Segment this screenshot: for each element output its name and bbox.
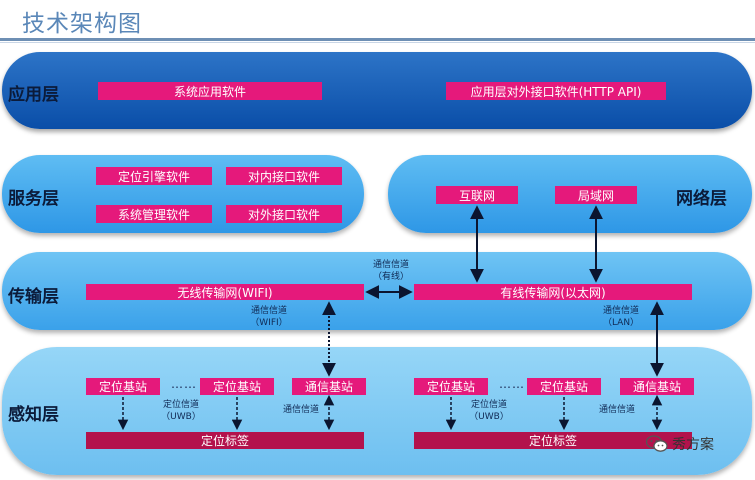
wireless-network-box: 无线传输网(WIFI) (86, 284, 364, 300)
right-comm-note: 通信信道 (598, 405, 635, 415)
wifi-channel-note: 通信信道 （WIFI） (236, 305, 302, 329)
system-app-software-box: 系统应用软件 (98, 82, 322, 100)
watermark-text: 秀方案 (672, 437, 714, 453)
title-rule (0, 38, 755, 41)
note-line: 定位信道 (470, 400, 507, 410)
wired-channel-note: 通信信道 （有线） (358, 259, 424, 283)
note-line: （LAN） (602, 318, 640, 328)
left-comm-note: 通信信道 (282, 405, 319, 415)
note-line: 通信信道 (602, 306, 639, 316)
right-tag: 定位标签 (414, 432, 692, 449)
right-station-1: 定位基站 (414, 378, 488, 395)
right-dots: …… (499, 377, 525, 391)
watermark: 秀方案 (645, 434, 714, 454)
note-line: 通信信道 (372, 260, 409, 270)
lan-box: 局域网 (555, 186, 637, 204)
network-layer-label: 网络层 (676, 189, 727, 209)
left-station-2: 定位基站 (200, 378, 274, 395)
sensing-layer-label: 感知层 (8, 405, 59, 425)
diagram-title: 技术架构图 (22, 11, 142, 37)
right-comm-station: 通信基站 (620, 378, 694, 395)
note-line: （UWB） (469, 412, 509, 422)
transport-layer-label: 传输层 (8, 287, 59, 307)
right-uwb-note: 定位信道 （UWB） (456, 399, 522, 423)
external-interface-box: 对外接口软件 (226, 205, 342, 223)
note-line: （UWB） (161, 412, 201, 422)
note-line: 定位信道 (162, 400, 199, 410)
positioning-engine-box: 定位引擎软件 (96, 167, 212, 185)
left-comm-station: 通信基站 (292, 378, 366, 395)
wired-network-box: 有线传输网(以太网) (414, 284, 692, 300)
note-line: 通信信道 (250, 306, 287, 316)
left-station-1: 定位基站 (86, 378, 160, 395)
left-uwb-note: 定位信道 （UWB） (148, 399, 214, 423)
app-http-api-box: 应用层对外接口软件(HTTP API) (446, 82, 666, 100)
left-dots: …… (171, 377, 197, 391)
left-tag: 定位标签 (86, 432, 364, 449)
internal-interface-box: 对内接口软件 (226, 167, 342, 185)
note-line: （有线） (372, 272, 409, 282)
app-layer-label: 应用层 (8, 85, 59, 105)
internet-box: 互联网 (436, 186, 518, 204)
sensing-layer (2, 347, 752, 475)
wechat-icon (645, 435, 668, 453)
system-management-box: 系统管理软件 (96, 205, 212, 223)
title-rule-light (0, 42, 755, 43)
service-layer-label: 服务层 (8, 189, 59, 209)
right-station-2: 定位基站 (527, 378, 601, 395)
note-line: （WIFI） (250, 318, 288, 328)
lan-channel-note: 通信信道 （LAN） (588, 305, 654, 329)
